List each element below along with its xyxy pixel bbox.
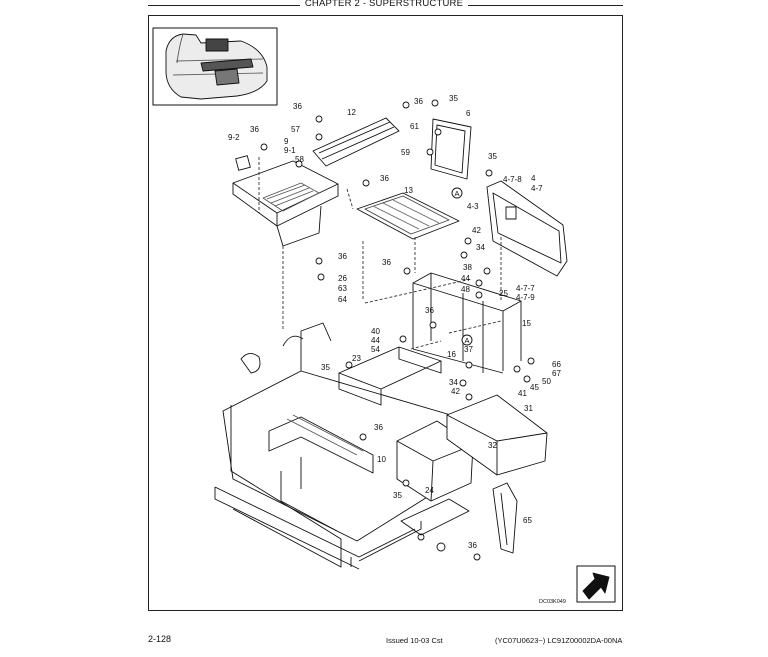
part-label: 48 bbox=[461, 285, 470, 294]
part-label: 66 bbox=[552, 360, 561, 369]
svg-text:A: A bbox=[464, 336, 469, 345]
part-label: 23 bbox=[352, 354, 361, 363]
part-label: 13 bbox=[404, 186, 413, 195]
part-label: 64 bbox=[338, 295, 347, 304]
part-cover-65 bbox=[492, 482, 518, 554]
part-label: 59 bbox=[401, 148, 410, 157]
diagram-frame: A A 36 12 36 35 6 57 61 9-2 36 9 9-1 58 … bbox=[148, 15, 623, 611]
part-label: 15 bbox=[522, 319, 531, 328]
part-label: 42 bbox=[451, 387, 460, 396]
ref-mark-a-lower: A bbox=[461, 334, 473, 346]
part-label: 36 bbox=[250, 125, 259, 134]
part-label: 63 bbox=[338, 284, 347, 293]
part-label: 54 bbox=[371, 345, 380, 354]
part-cover-6 bbox=[430, 118, 472, 180]
diagram-code: DC03K049 bbox=[539, 599, 566, 605]
issued-date: Issued 10-03 Cst bbox=[386, 636, 443, 645]
ref-mark-a-upper: A bbox=[451, 187, 463, 199]
exploded-parts-diagram: A A 36 12 36 35 6 57 61 9-2 36 9 9-1 58 … bbox=[152, 27, 616, 605]
part-label: 25 bbox=[499, 289, 508, 298]
part-label: 37 bbox=[464, 345, 473, 354]
part-label: 42 bbox=[472, 226, 481, 235]
part-cover-12 bbox=[312, 117, 400, 167]
part-cover-16 bbox=[338, 346, 442, 406]
part-label: 58 bbox=[295, 155, 304, 164]
part-panel-9 bbox=[232, 155, 339, 247]
part-label: 32 bbox=[488, 441, 497, 450]
part-label: 35 bbox=[449, 94, 458, 103]
part-label: 57 bbox=[291, 125, 300, 134]
page-number: 2-128 bbox=[148, 634, 172, 644]
part-label: 6 bbox=[466, 109, 471, 118]
front-direction-icon bbox=[576, 565, 616, 603]
part-label: 40 bbox=[371, 327, 380, 336]
part-label: 10 bbox=[377, 455, 386, 464]
part-label: 4-7-8 bbox=[503, 175, 522, 184]
part-label: 50 bbox=[542, 377, 551, 386]
part-label: 16 bbox=[447, 350, 456, 359]
part-side-door-4 bbox=[486, 180, 568, 277]
part-label: 24 bbox=[425, 486, 434, 495]
part-label: 35 bbox=[488, 152, 497, 161]
part-cover-32 bbox=[446, 394, 548, 476]
part-label: 65 bbox=[523, 516, 532, 525]
part-label: 45 bbox=[530, 383, 539, 392]
part-label: 4-7 bbox=[531, 184, 543, 193]
part-label: 35 bbox=[393, 491, 402, 500]
part-grille-13 bbox=[356, 192, 460, 240]
part-label: 4-3 bbox=[467, 202, 479, 211]
part-label: 36 bbox=[468, 541, 477, 550]
part-label: 9-2 bbox=[228, 133, 240, 142]
page-header: CHAPTER 2 - SUPERSTRUCTURE bbox=[0, 0, 768, 10]
part-label: 4-7-7 bbox=[516, 284, 535, 293]
machine-thumbnail bbox=[152, 27, 278, 106]
alignment-lines bbox=[258, 157, 502, 350]
document-code: (YC07U0623~) LC91Z00002DA-00NA bbox=[495, 636, 623, 645]
part-label: 36 bbox=[425, 306, 434, 315]
part-label: 34 bbox=[449, 378, 458, 387]
part-label: 9-1 bbox=[284, 146, 296, 155]
svg-text:A: A bbox=[454, 189, 459, 198]
part-label: 4-7-9 bbox=[516, 293, 535, 302]
part-label: 44 bbox=[461, 274, 470, 283]
part-label: 38 bbox=[463, 263, 472, 272]
part-number-labels: 36 12 36 35 6 57 61 9-2 36 9 9-1 58 59 3… bbox=[228, 94, 561, 550]
part-label: 4 bbox=[531, 174, 536, 183]
page-title: CHAPTER 2 - SUPERSTRUCTURE bbox=[0, 0, 768, 9]
hardware-bolts bbox=[260, 99, 535, 561]
part-label: 36 bbox=[380, 174, 389, 183]
part-label: 34 bbox=[476, 243, 485, 252]
part-label: 35 bbox=[321, 363, 330, 372]
part-label: 44 bbox=[371, 336, 380, 345]
part-label: 67 bbox=[552, 369, 561, 378]
part-label: 41 bbox=[518, 389, 527, 398]
part-label: 36 bbox=[382, 258, 391, 267]
part-label: 36 bbox=[374, 423, 383, 432]
part-label: 36 bbox=[414, 97, 423, 106]
part-label: 31 bbox=[524, 404, 533, 413]
part-label: 61 bbox=[410, 122, 419, 131]
part-frame-15 bbox=[412, 272, 522, 374]
part-label: 9 bbox=[284, 137, 289, 146]
part-label: 36 bbox=[338, 252, 347, 261]
part-label: 36 bbox=[293, 102, 302, 111]
part-label: 12 bbox=[347, 108, 356, 117]
part-label: 26 bbox=[338, 274, 347, 283]
